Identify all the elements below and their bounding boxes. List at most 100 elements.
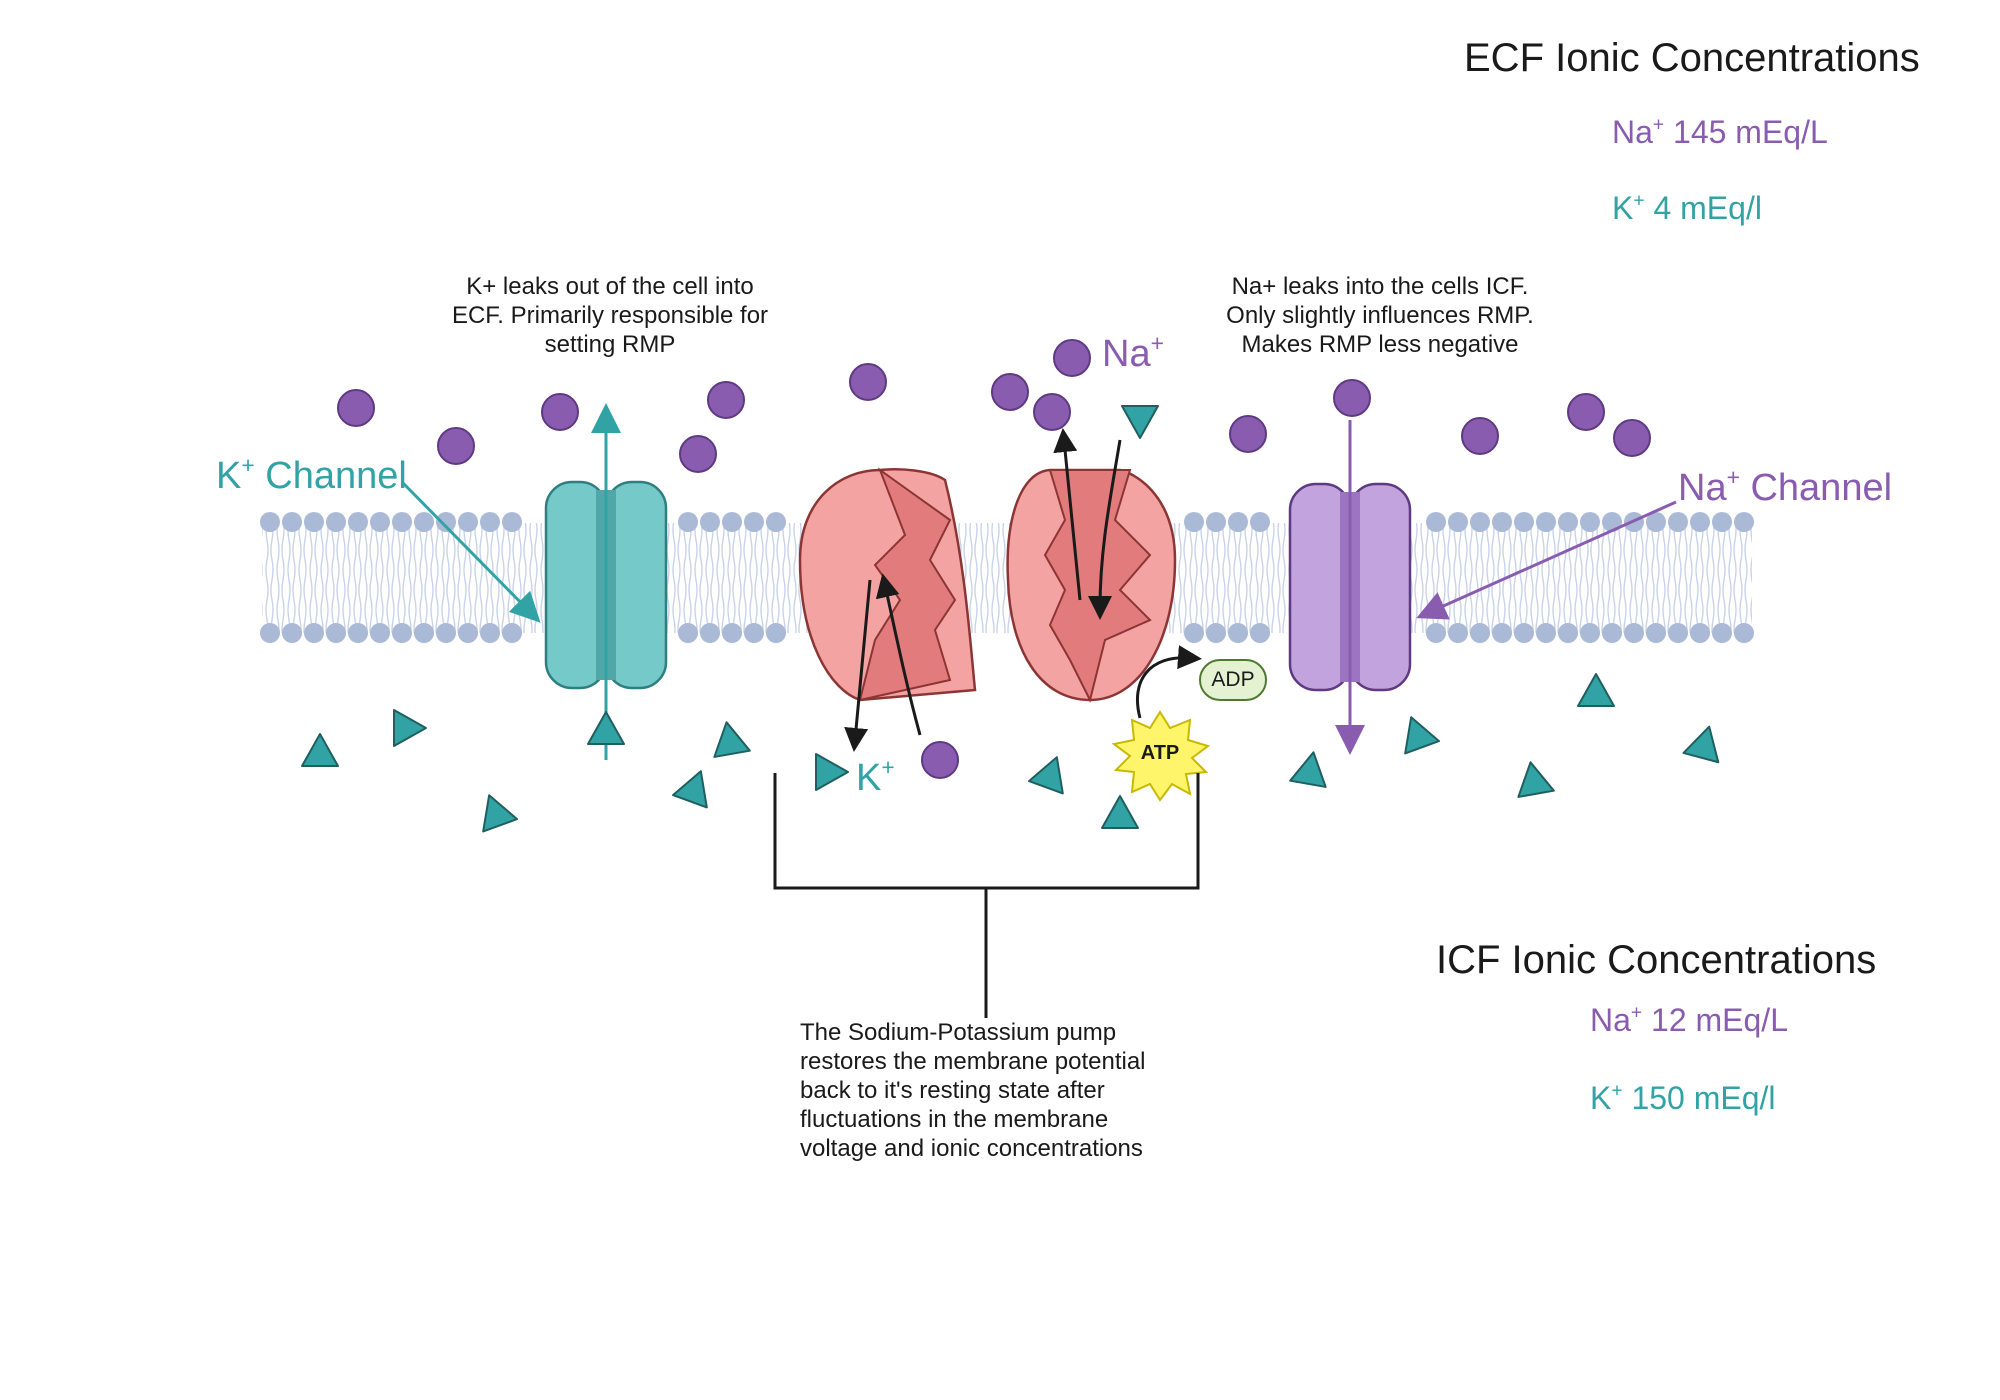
phospholipid-head xyxy=(1558,623,1578,643)
phospholipid-head xyxy=(1712,512,1732,532)
phospholipid-head xyxy=(1734,512,1754,532)
pump-note-line: restores the membrane potential xyxy=(800,1048,1146,1075)
icf-na-concentration: Na+ 12 mEq/L xyxy=(1590,1002,1788,1039)
phospholipid-head xyxy=(260,512,280,532)
atp-label: ATP xyxy=(1140,742,1180,764)
phospholipid-head xyxy=(1448,623,1468,643)
k-leak-note-line: setting RMP xyxy=(544,331,676,358)
na-leak-note-line: Na+ leaks into the cells ICF. xyxy=(1231,273,1529,300)
phospholipid-head xyxy=(1690,512,1710,532)
adp-label: ADP xyxy=(1211,668,1255,691)
phospholipid-head xyxy=(1624,623,1644,643)
phospholipid-head xyxy=(744,623,764,643)
k-channel-ion: K xyxy=(216,454,242,497)
phospholipid-head xyxy=(678,512,698,532)
phospholipid-head xyxy=(1646,512,1666,532)
ecf-k-concentration: K+ 4 mEq/l xyxy=(1612,190,1762,227)
pump-na-arrow xyxy=(1088,439,1122,620)
potassium-ion xyxy=(671,770,708,809)
sodium-ion xyxy=(991,373,1029,411)
phospholipid-head xyxy=(282,512,302,532)
sodium-ion xyxy=(541,393,579,431)
sodium-ion xyxy=(1333,379,1371,417)
potassium-ion xyxy=(1289,751,1327,788)
phospholipid-head xyxy=(392,623,412,643)
phospholipid-head xyxy=(304,512,324,532)
potassium-ion xyxy=(1404,716,1441,755)
phospholipid-head xyxy=(722,512,742,532)
sodium-ion xyxy=(1033,393,1071,431)
k-leak-note: K+ leaks out of the cell into ECF. Prima… xyxy=(430,272,790,359)
icf-k-symbol: K xyxy=(1590,1080,1612,1116)
sodium-ion xyxy=(1053,339,1091,377)
potassium-ion xyxy=(393,709,427,747)
phospholipid-head xyxy=(744,512,764,532)
phospholipid-head xyxy=(722,623,742,643)
sodium-ion xyxy=(1461,417,1499,455)
potassium-ion xyxy=(815,753,849,791)
ecf-na-symbol: Na xyxy=(1612,114,1653,150)
phospholipid-head xyxy=(1250,623,1270,643)
potassium-ion xyxy=(713,721,751,758)
phospholipid-head xyxy=(502,623,522,643)
k-leak-note-line: ECF. Primarily responsible for xyxy=(451,302,769,329)
phospholipid-head xyxy=(282,623,302,643)
na-channel-ion: Na xyxy=(1678,466,1727,509)
potassium-ion xyxy=(1682,725,1720,764)
potassium-ion xyxy=(1517,761,1555,798)
ecf-na-charge: + xyxy=(1652,114,1665,136)
phospholipid-head xyxy=(1602,623,1622,643)
phospholipid-head xyxy=(1184,512,1204,532)
na-channel-label: Na+ Channel xyxy=(1678,464,1892,510)
ecf-na-value: 145 mEq/L xyxy=(1673,114,1828,150)
atp-burst xyxy=(1111,710,1211,802)
phospholipid-head xyxy=(766,623,786,643)
k-channel-label: K+ Channel xyxy=(216,452,407,498)
phospholipid-head xyxy=(1470,623,1490,643)
phospholipid-head xyxy=(700,623,720,643)
phospholipid-head xyxy=(502,512,522,532)
phospholipid-head xyxy=(392,512,412,532)
na-leak-note-line: Only slightly influences RMP. xyxy=(1226,302,1534,329)
icf-k-concentration: K+ 150 mEq/l xyxy=(1590,1080,1776,1117)
sodium-ions xyxy=(337,339,1651,779)
k-leak-note-line: K+ leaks out of the cell into xyxy=(466,273,754,300)
potassium-ion xyxy=(587,711,625,745)
phospholipid-head xyxy=(1206,512,1226,532)
potassium-ion xyxy=(301,733,339,767)
adp-pill xyxy=(1199,659,1267,701)
na-leak-note: Na+ leaks into the cells ICF. Only sligh… xyxy=(1200,272,1560,359)
phospholipid-head xyxy=(1426,512,1446,532)
atp-to-adp-arrow xyxy=(1135,645,1202,719)
sodium-ion xyxy=(1229,415,1267,453)
ecf-k-symbol: K xyxy=(1612,190,1634,226)
icf-na-charge: + xyxy=(1630,1002,1643,1024)
phospholipid-head xyxy=(348,623,368,643)
pump-na-symbol: Na xyxy=(1102,332,1151,375)
k-channel-charge: + xyxy=(241,452,255,478)
potassium-ion xyxy=(482,794,519,833)
ecf-k-charge: + xyxy=(1633,190,1645,212)
phospholipid-head xyxy=(1558,512,1578,532)
phospholipid-head xyxy=(1470,512,1490,532)
sodium-ion xyxy=(921,741,959,779)
phospholipid-head xyxy=(1734,623,1754,643)
pump-k-symbol: K xyxy=(856,756,882,799)
phospholipid-head xyxy=(1668,623,1688,643)
phospholipid-head xyxy=(370,623,390,643)
pump-note: The Sodium-Potassium pump restores the m… xyxy=(800,1018,1220,1163)
ecf-na-concentration: Na+ 145 mEq/L xyxy=(1612,114,1828,151)
phospholipid-head xyxy=(1536,512,1556,532)
phospholipid-heads-top xyxy=(260,512,1754,532)
phospholipid-head xyxy=(414,623,434,643)
pump-note-line: voltage and ionic concentrations xyxy=(800,1135,1143,1162)
phospholipid-head xyxy=(326,512,346,532)
potassium-ion xyxy=(1027,756,1064,795)
potassium-ions xyxy=(301,405,1720,833)
phospholipid-head xyxy=(436,512,456,532)
icf-na-value: 12 mEq/L xyxy=(1651,1002,1788,1038)
ecf-k-value: 4 mEq/l xyxy=(1653,190,1762,226)
phospholipid-head xyxy=(348,512,368,532)
icf-k-value: 150 mEq/l xyxy=(1631,1080,1776,1116)
